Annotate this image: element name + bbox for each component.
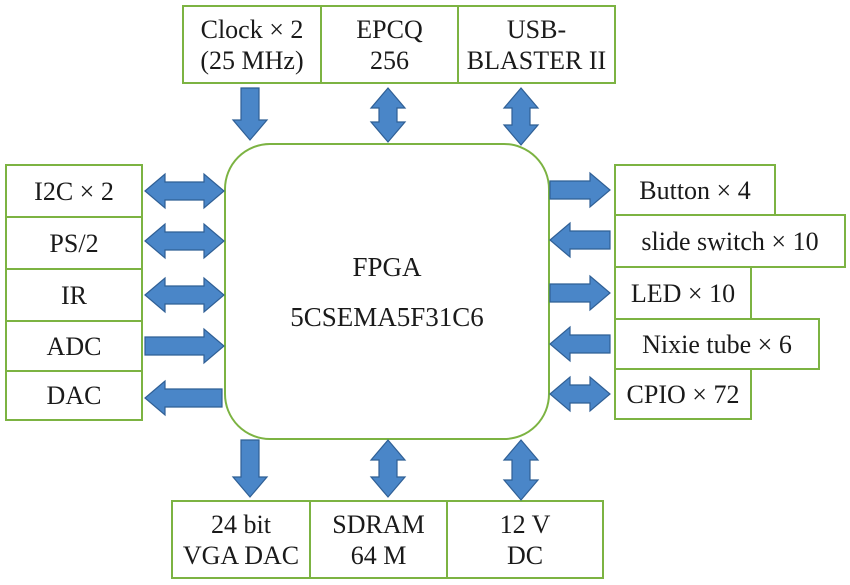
left-arrow-5 [144, 379, 223, 417]
sdram-box: SDRAM 64 M [309, 500, 448, 579]
sdram-label-line1: SDRAM [332, 509, 425, 539]
left-arrow-2 [144, 222, 225, 260]
left-arrow-1 [144, 172, 225, 210]
dc-power-box: 12 V DC [446, 500, 604, 579]
vga-dac-box: 24 bit VGA DAC [171, 500, 311, 579]
clock-box: Clock × 2 (25 MHz) [182, 5, 322, 84]
sdram-label-line2: 64 M [350, 540, 407, 570]
bottom-arrow-2 [369, 439, 407, 498]
button-box: Button × 4 [614, 164, 776, 216]
clock-label-line2: (25 MHz) [200, 45, 304, 75]
cpio-label: CPIO × 72 [626, 379, 740, 409]
i2c-box: I2C × 2 [5, 164, 143, 218]
nixie-tube-label: Nixie tube × 6 [642, 329, 792, 359]
usb-blaster-label-line1: USB- [506, 14, 567, 44]
top-arrow-2 [369, 87, 407, 143]
right-arrow-5 [549, 375, 611, 413]
slide-switch-label: slide switch × 10 [641, 226, 819, 256]
left-arrow-4 [144, 327, 225, 365]
dac-label: DAC [46, 381, 102, 410]
right-arrow-1 [549, 171, 611, 209]
usb-blaster-box: USB- BLASTER II [457, 5, 616, 84]
bottom-arrow-3 [502, 439, 540, 501]
dc-power-label-line1: 12 V [499, 509, 551, 539]
adc-box: ADC [5, 320, 143, 372]
cpio-box: CPIO × 72 [614, 368, 752, 420]
usb-blaster-label-line2: BLASTER II [466, 45, 607, 75]
fpga-title: FPGA [352, 251, 422, 282]
left-arrow-3 [144, 276, 225, 314]
right-arrow-2 [549, 221, 611, 259]
right-arrow-4 [549, 325, 611, 363]
top-arrow-1 [231, 87, 269, 141]
dc-power-label-line2: DC [506, 540, 544, 570]
fpga-part-number: 5CSEMA5F31C6 [290, 301, 484, 332]
right-arrow-3 [549, 274, 611, 312]
bottom-arrow-1 [231, 439, 269, 498]
dac-box: DAC [5, 370, 143, 421]
button-label: Button × 4 [639, 175, 751, 205]
ps2-label: PS/2 [49, 228, 99, 258]
vga-dac-label-line2: VGA DAC [182, 540, 300, 570]
top-arrow-3 [502, 87, 540, 146]
fpga-block: FPGA 5CSEMA5F31C6 [224, 143, 550, 440]
i2c-label: I2C × 2 [34, 176, 114, 206]
ps2-box: PS/2 [5, 216, 143, 270]
led-label: LED × 10 [630, 278, 736, 308]
clock-label-line1: Clock × 2 [200, 14, 304, 44]
slide-switch-box: slide switch × 10 [614, 214, 846, 268]
ir-label: IR [61, 280, 87, 310]
epcq-label-line2: 256 [370, 45, 409, 75]
vga-dac-label-line1: 24 bit [211, 509, 271, 539]
epcq-label-line1: EPCQ [356, 14, 423, 44]
led-box: LED × 10 [614, 266, 752, 320]
adc-label: ADC [46, 331, 102, 361]
